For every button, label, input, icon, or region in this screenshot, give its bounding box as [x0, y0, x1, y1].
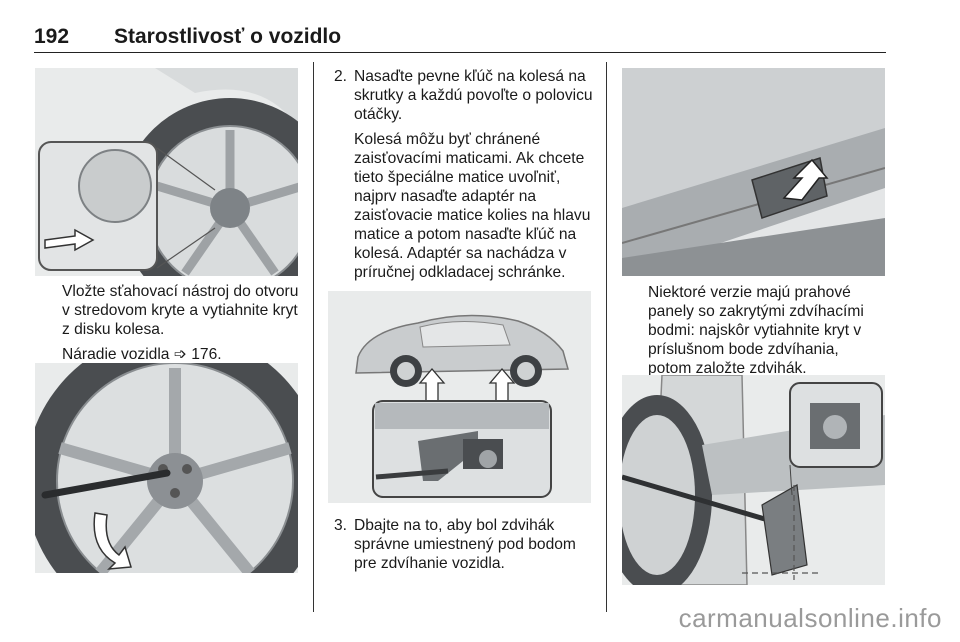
col1-instructions: Vložte sťahovací nástroj do otvoru v str… — [62, 282, 302, 370]
column-divider — [313, 62, 314, 612]
page-number: 192 — [34, 25, 70, 48]
hubcap-instruction: Vložte sťahovací nástroj do otvoru v str… — [62, 283, 299, 338]
page-title: Starostlivosť o vozidlo — [114, 25, 342, 48]
col3-instructions: Niektoré verzie majú prahové panely so z… — [648, 283, 880, 384]
hubcap-removal-illustration — [35, 68, 298, 276]
step-3-text: Dbajte na to, aby bol zdvihák správne um… — [354, 517, 576, 572]
step-3: 3. Dbajte na to, aby bol zdvihák správne… — [334, 516, 596, 586]
wheel-wrench-illustration — [35, 363, 298, 573]
tools-reference-page[interactable]: 176. — [191, 346, 222, 363]
step-3-number: 3. — [334, 517, 348, 534]
sill-cover-instruction: Niektoré verzie majú prahové panely so z… — [648, 284, 864, 377]
step-2-text: Nasaďte pevne kľúč na kolesá na skrutky … — [354, 68, 593, 123]
step-2-number: 2. — [334, 68, 348, 85]
step-2-note: Kolesá môžu byť chránené zaisťovacími ma… — [354, 131, 591, 281]
tools-reference: Náradie vozidla ➩ 176. — [62, 345, 302, 364]
step-2: 2. Nasaďte pevne kľúč na kolesá na skrut… — [334, 67, 596, 287]
jack-under-sill-illustration — [622, 375, 885, 585]
jack-placement-illustration — [328, 291, 591, 503]
sill-cover-illustration — [622, 68, 885, 276]
page-header: 192 Starostlivosť o vozidlo — [34, 22, 886, 53]
tools-reference-text: Náradie vozidla — [62, 346, 170, 363]
watermark-text: carmanualsonline.info — [678, 603, 942, 633]
column-divider — [606, 62, 607, 612]
page-ref-icon: ➩ — [173, 346, 187, 363]
